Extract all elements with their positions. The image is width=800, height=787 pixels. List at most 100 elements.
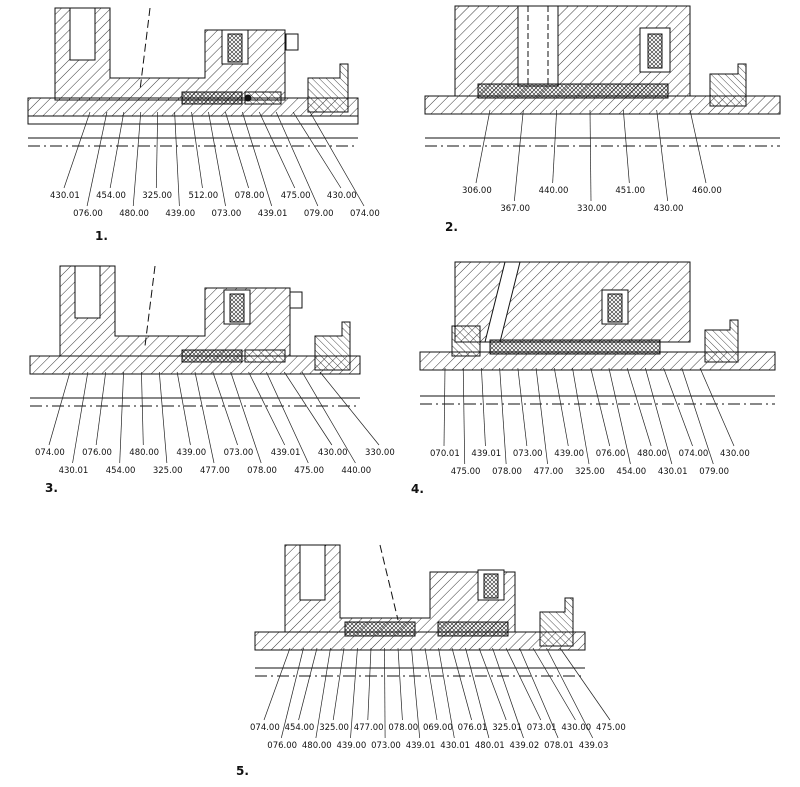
part-number-label: 440.00 bbox=[539, 186, 569, 196]
leader-line bbox=[475, 109, 491, 184]
part-number-label: 430.00 bbox=[561, 723, 591, 733]
part-number-label: 073.00 bbox=[513, 449, 543, 459]
figure-3-number: 3. bbox=[45, 481, 58, 495]
leader-line bbox=[532, 647, 576, 721]
leader-line bbox=[350, 647, 358, 739]
part-number-label: 076.00 bbox=[73, 209, 103, 219]
leader-line bbox=[572, 367, 590, 465]
part-number-label: 076.01 bbox=[458, 723, 488, 733]
part-number-label: 439.00 bbox=[337, 741, 367, 751]
figure-5: 5. 074.00076.00454.00480.00325.00439.004… bbox=[236, 544, 626, 778]
part-number-label: 454.00 bbox=[616, 467, 646, 477]
part-number-label: 325.00 bbox=[142, 191, 172, 201]
leader-line bbox=[424, 647, 438, 721]
leader-line bbox=[517, 367, 528, 447]
leader-line bbox=[248, 371, 286, 446]
leader-line bbox=[132, 111, 142, 207]
part-number-label: 460.00 bbox=[692, 186, 722, 196]
leader-line bbox=[590, 367, 611, 447]
part-number-label: 439.00 bbox=[165, 209, 195, 219]
part-number-label: 079.00 bbox=[304, 209, 334, 219]
figure-5-drawing bbox=[254, 544, 586, 677]
part-number-label: 454.00 bbox=[96, 191, 126, 201]
part-number-label: 074.00 bbox=[350, 209, 380, 219]
part-number-label: 430.00 bbox=[327, 191, 357, 201]
part-number-label: 475.00 bbox=[281, 191, 311, 201]
part-number-label: 078.01 bbox=[544, 741, 574, 751]
leader-line bbox=[194, 371, 215, 464]
part-number-label: 480.00 bbox=[302, 741, 332, 751]
figure-4-number: 4. bbox=[411, 482, 424, 496]
part-number-label: 073.00 bbox=[212, 209, 242, 219]
leader-line bbox=[230, 371, 262, 464]
leader-line bbox=[158, 371, 168, 464]
leader-line bbox=[292, 111, 342, 189]
figure-1-number: 1. bbox=[95, 229, 108, 243]
part-number-label: 430.00 bbox=[654, 204, 684, 214]
leader-line bbox=[519, 647, 559, 739]
leader-line bbox=[174, 111, 180, 207]
leader-line bbox=[505, 647, 542, 721]
leader-line bbox=[315, 647, 331, 739]
leader-line bbox=[258, 111, 296, 189]
leader-line bbox=[225, 111, 249, 189]
part-number-label: 325.00 bbox=[319, 723, 349, 733]
part-number-label: 325.01 bbox=[492, 723, 522, 733]
part-number-label: 073.01 bbox=[527, 723, 557, 733]
part-number-label: 074.00 bbox=[679, 449, 709, 459]
leader-line bbox=[645, 367, 673, 465]
part-number-label: 430.00 bbox=[318, 448, 348, 458]
part-number-label: 480.00 bbox=[129, 448, 159, 458]
leader-line bbox=[438, 647, 455, 739]
part-number-label: 440.00 bbox=[341, 466, 371, 476]
part-number-label: 439.01 bbox=[271, 448, 301, 458]
leader-line bbox=[155, 111, 159, 189]
figure-4-drawing bbox=[419, 261, 776, 405]
leader-line bbox=[275, 111, 319, 207]
leader-line bbox=[546, 647, 594, 739]
part-number-label: 074.00 bbox=[250, 723, 280, 733]
part-number-label: 475.00 bbox=[294, 466, 324, 476]
leader-line bbox=[451, 647, 472, 721]
figure-4-labels: 070.01475.00439.01078.00073.00477.00439.… bbox=[430, 367, 750, 477]
part-number-label: 367.00 bbox=[500, 204, 530, 214]
part-number-label: 430.01 bbox=[658, 467, 688, 477]
figure-3-drawing bbox=[29, 265, 361, 407]
part-number-label: 454.00 bbox=[106, 466, 136, 476]
part-number-label: 073.00 bbox=[224, 448, 254, 458]
leader-line bbox=[481, 367, 486, 447]
leader-line bbox=[119, 371, 124, 464]
figure-2-labels: 306.00367.00440.00330.00451.00430.00460.… bbox=[462, 109, 722, 214]
leader-line bbox=[208, 111, 226, 207]
part-number-label: 330.00 bbox=[577, 204, 607, 214]
figure-5-labels: 074.00076.00454.00480.00325.00439.00477.… bbox=[250, 647, 626, 751]
leader-line bbox=[298, 647, 318, 721]
figure-4: 4. 070.01475.00439.01078.00073.00477.004… bbox=[411, 261, 776, 496]
part-number-label: 439.03 bbox=[579, 741, 609, 751]
part-number-label: 439.02 bbox=[510, 741, 540, 751]
part-number-label: 069.00 bbox=[423, 723, 453, 733]
leader-line bbox=[397, 647, 403, 721]
part-number-label: 078.00 bbox=[247, 466, 277, 476]
leader-line bbox=[241, 111, 273, 207]
part-number-label: 480.00 bbox=[119, 209, 149, 219]
figure-1-drawing bbox=[27, 7, 359, 147]
leader-line bbox=[283, 371, 333, 446]
part-number-label: 430.00 bbox=[720, 449, 750, 459]
leader-line bbox=[301, 371, 356, 464]
part-number-label: 306.00 bbox=[462, 186, 492, 196]
leader-line bbox=[478, 647, 507, 721]
part-number-label: 439.00 bbox=[554, 449, 584, 459]
leader-line bbox=[86, 111, 108, 207]
leader-line bbox=[559, 647, 611, 721]
leader-line bbox=[689, 109, 707, 184]
leader-line bbox=[465, 647, 490, 739]
part-number-label: 430.01 bbox=[50, 191, 80, 201]
figure-1: 1. 430.01076.00454.00480.00325.00439.005… bbox=[27, 7, 380, 243]
leader-line bbox=[535, 367, 548, 465]
part-number-label: 070.01 bbox=[430, 449, 460, 459]
leader-line bbox=[552, 109, 558, 184]
part-number-label: 074.00 bbox=[35, 448, 65, 458]
leader-line bbox=[319, 371, 380, 446]
